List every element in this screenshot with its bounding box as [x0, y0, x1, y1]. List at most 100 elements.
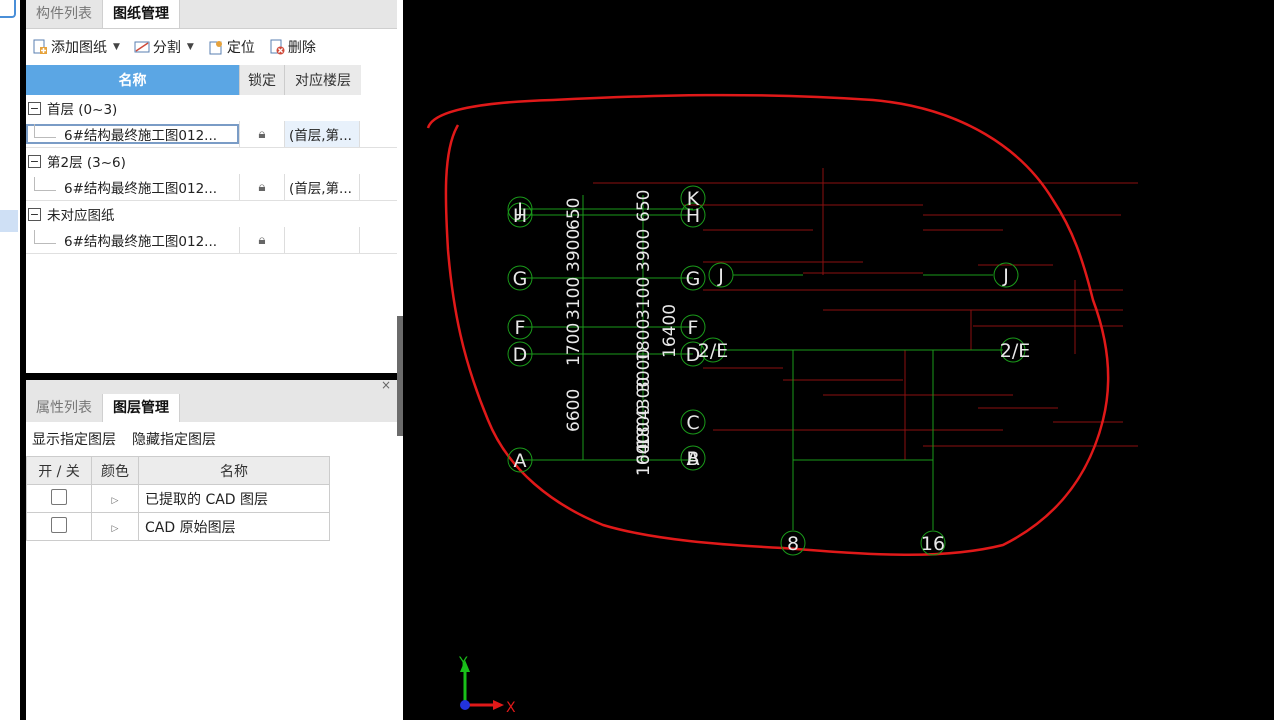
dim-label: 16400 — [634, 422, 654, 476]
drawing-floor[interactable] — [284, 227, 360, 253]
color-expand-icon[interactable]: ▷ — [111, 495, 119, 506]
collapse-icon[interactable]: − — [28, 154, 41, 168]
layer-panel-tabs: 属性列表 图层管理 — [26, 394, 397, 422]
tree-group-label: 首层 (0~3) — [47, 102, 118, 118]
column-layer-name: 名称 — [138, 456, 330, 485]
layer-table: 开 / 关 颜色 名称 ▷ 已提取的 CAD 图层 ▷ CAD 原始图层 — [26, 456, 330, 541]
dim-label-total: 16400 — [660, 304, 680, 358]
cad-canvas[interactable]: J H G F D A K H G F D C B A J J 2/E 2/E … — [403, 0, 1274, 720]
tree-group-label: 第2层 (3~6) — [47, 155, 126, 171]
grid-label: G — [513, 268, 528, 290]
dim-label: 1700 — [564, 323, 584, 366]
dim-label: 650 — [564, 198, 584, 230]
grid-bubble-labels: J H G F D A K H G F D C B A J J 2/E 2/E … — [513, 188, 1031, 555]
column-toggle: 开 / 关 — [26, 456, 92, 485]
locate-icon — [209, 41, 222, 55]
dim-label: 3100 — [564, 277, 584, 320]
tree-group-floor-1[interactable]: − 首层 (0~3) — [26, 95, 397, 121]
layer-management-panel: × 属性列表 图层管理 显示指定图层 隐藏指定图层 开 / 关 颜色 名称 ▷ … — [26, 378, 397, 720]
grid-label: A — [687, 448, 700, 470]
drawing-tree: − 首层 (0~3) 6#结构最终施工图012... 🔒︎ (首层,第... −… — [26, 95, 397, 254]
tab-drawing-management[interactable]: 图纸管理 — [102, 0, 180, 28]
ucs-axis-icon: Y X — [458, 655, 516, 716]
split-dropdown-icon[interactable]: ▼ — [186, 42, 194, 52]
dim-label: 1000 — [634, 433, 654, 476]
column-floor[interactable]: 对应楼层 — [284, 65, 361, 95]
grid-label: H — [686, 205, 700, 227]
grid-label: 2/E — [1000, 340, 1031, 362]
column-color: 颜色 — [91, 456, 139, 485]
layer-toggle-checkbox[interactable] — [51, 488, 67, 505]
tree-row-drawing[interactable]: 6#结构最终施工图012... 🔒︎ (首层,第... — [26, 174, 397, 201]
drawing-toolbar: 添加图纸 ▼ 分割 ▼ 定位 删除 — [26, 29, 397, 65]
x-axis-label: X — [506, 700, 516, 716]
split-label: 分割 — [152, 40, 181, 56]
dim-label: 3900 — [634, 229, 654, 272]
delete-button[interactable]: 删除 — [269, 37, 316, 57]
column-name[interactable]: 名称 — [26, 65, 239, 95]
grid-label: K — [687, 188, 700, 210]
grid-label: H — [513, 205, 527, 227]
tab-component-list[interactable]: 构件列表 — [36, 6, 92, 22]
grid-label: J — [516, 199, 523, 221]
grid-label: J — [717, 265, 724, 287]
layer-row: ▷ CAD 原始图层 — [26, 512, 330, 541]
lock-icon[interactable]: 🔒︎ — [239, 227, 284, 253]
tree-row-drawing[interactable]: 6#结构最终施工图012... 🔒︎ — [26, 227, 397, 254]
drawing-name: 6#结构最终施工图012... — [26, 177, 239, 197]
drawing-floor[interactable]: (首层,第... — [284, 174, 360, 200]
collapse-icon[interactable]: − — [28, 207, 41, 221]
column-lock[interactable]: 锁定 — [239, 65, 284, 95]
show-layers-button[interactable]: 显示指定图层 — [32, 432, 116, 448]
dim-label: 6600 — [564, 389, 584, 432]
tab-layer-management[interactable]: 图层管理 — [102, 394, 180, 422]
y-axis-label: Y — [458, 655, 468, 671]
grid-label: F — [688, 317, 699, 339]
grid-bubbles — [507, 185, 1026, 556]
collapse-icon[interactable]: − — [28, 101, 41, 115]
dimension-labels: 650 3900 3100 1700 6600 650 3900 3100 18… — [564, 190, 680, 476]
grid-label: A — [514, 450, 527, 472]
tree-group-label: 未对应图纸 — [47, 208, 115, 224]
delete-label: 删除 — [287, 40, 316, 56]
layer-toggle-checkbox[interactable] — [51, 516, 67, 533]
drawing-floor[interactable]: (首层,第... — [284, 121, 360, 147]
grid-label: F — [515, 317, 526, 339]
annotation-outline — [426, 93, 1110, 557]
color-expand-icon[interactable]: ▷ — [111, 523, 119, 534]
locate-button[interactable]: 定位 — [208, 37, 255, 57]
dim-label: 1800 — [634, 405, 654, 448]
tree-group-floor-2[interactable]: − 第2层 (3~6) — [26, 148, 397, 174]
drawing-management-panel: 构件列表 图纸管理 添加图纸 ▼ 分割 ▼ 定位 删除 名称 锁定 对应楼层 −… — [26, 0, 398, 373]
cad-grid-lines — [520, 195, 1003, 530]
cad-red-lines — [593, 168, 1138, 460]
add-drawing-button[interactable]: 添加图纸 ▼ — [32, 37, 120, 57]
app-corner-icon — [0, 0, 16, 18]
dim-label: 3100 — [634, 277, 654, 320]
grid-label: 2/E — [698, 340, 729, 362]
layer-actions: 显示指定图层 隐藏指定图层 — [26, 422, 397, 456]
tree-row-drawing[interactable]: 6#结构最终施工图012... 🔒︎ (首层,第... — [26, 121, 397, 148]
grid-label: D — [513, 344, 528, 366]
grid-label: 16 — [921, 533, 945, 555]
add-drawing-dropdown-icon[interactable]: ▼ — [113, 42, 120, 52]
split-button[interactable]: 分割 ▼ — [134, 37, 194, 57]
drawing-name: 6#结构最终施工图012... — [26, 124, 239, 144]
layer-name: CAD 原始图层 — [138, 512, 330, 541]
add-drawing-label: 添加图纸 — [51, 40, 107, 56]
grid-label: C — [686, 412, 699, 434]
lock-icon[interactable]: 🔒︎ — [239, 121, 284, 147]
drawing-name: 6#结构最终施工图012... — [26, 230, 239, 250]
hide-layers-button[interactable]: 隐藏指定图层 — [132, 432, 216, 448]
dim-label: 650 — [634, 190, 654, 222]
add-drawing-icon — [33, 39, 47, 54]
tree-group-unassigned[interactable]: − 未对应图纸 — [26, 201, 397, 227]
close-icon[interactable]: × — [380, 378, 391, 392]
locate-label: 定位 — [226, 40, 255, 56]
dim-label: 1800 — [634, 319, 654, 362]
tab-property-list[interactable]: 属性列表 — [36, 400, 92, 416]
drawing-panel-tabs: 构件列表 图纸管理 — [26, 0, 397, 29]
layer-row: ▷ 已提取的 CAD 图层 — [26, 484, 330, 513]
lock-icon[interactable]: 🔒︎ — [239, 174, 284, 200]
splitter-grip[interactable] — [397, 316, 403, 436]
